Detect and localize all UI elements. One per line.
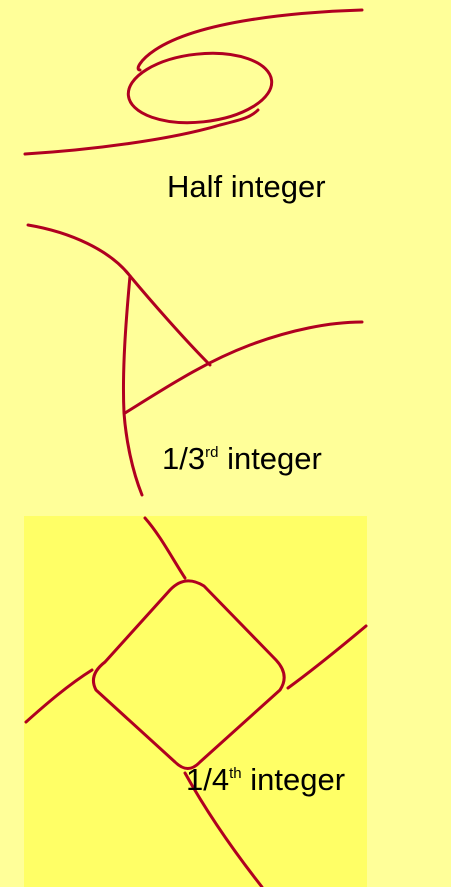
- quarter-line-sw: [24, 668, 94, 724]
- quarter-line-se: [183, 771, 264, 887]
- quarter-line-ne: [286, 624, 368, 690]
- third-integer-label: 1/3rd integer: [162, 443, 322, 474]
- half-lower-branch: [23, 108, 260, 156]
- quarter-line-nw: [143, 516, 187, 580]
- third-upper-curve: [26, 223, 212, 367]
- third-left-curve: [121, 274, 144, 497]
- half-ellipse: [126, 51, 274, 125]
- quarter-integer-label-prefix: 1/4: [186, 762, 230, 797]
- third-integer-label-suffix: integer: [218, 441, 322, 476]
- third-integer-sketch: [26, 223, 364, 497]
- third-integer-label-superscript: rd: [205, 444, 219, 461]
- quarter-integer-sketch: [24, 516, 368, 887]
- half-integer-label: Half integer: [167, 169, 326, 204]
- quarter-integer-background: [24, 516, 367, 887]
- quarter-rounded-square: [92, 579, 286, 770]
- quarter-integer-label-superscript: th: [229, 765, 242, 782]
- third-integer-label-prefix: 1/3: [162, 441, 206, 476]
- third-right-curve: [123, 320, 364, 415]
- half-upper-branch: [136, 8, 364, 72]
- half-integer-sketch: [23, 8, 364, 156]
- quarter-integer-label-suffix: integer: [241, 762, 346, 797]
- quarter-integer-label: 1/4th integer: [186, 764, 345, 795]
